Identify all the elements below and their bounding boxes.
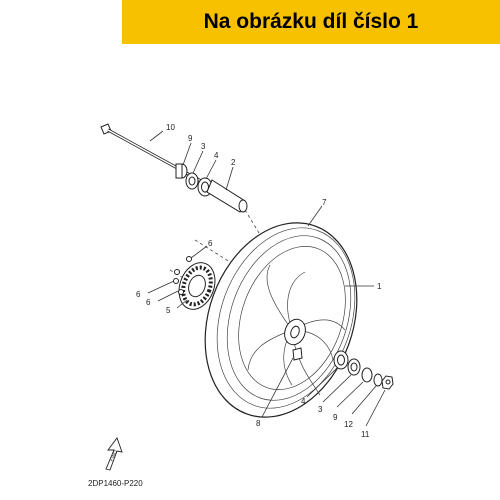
callout-6: 6	[136, 290, 141, 299]
valve-part	[292, 347, 303, 361]
collar-part-lower	[361, 367, 373, 383]
callout-3: 3	[201, 142, 206, 151]
callout-6: 6	[146, 298, 151, 307]
callout-7: 7	[322, 198, 327, 207]
nut-part	[381, 375, 394, 390]
diagram-code: 2DP1460-P220	[88, 479, 143, 488]
callout-12: 12	[344, 420, 353, 429]
callout-1: 1	[377, 282, 382, 291]
callout-5: 5	[166, 306, 171, 315]
bearing-part-lower	[347, 358, 361, 376]
fwd-arrow-icon: FWD	[105, 437, 123, 471]
wheel-rim-part	[238, 246, 346, 396]
callout-8: 8	[256, 419, 261, 428]
banner: Na obrázku díl číslo 1	[122, 0, 500, 44]
callout-10: 10	[166, 123, 175, 132]
bolt-part	[173, 256, 192, 295]
callout-4: 4	[301, 397, 306, 406]
spacer-tube-part	[206, 179, 248, 213]
brake-disc-part	[178, 262, 216, 310]
collar-part-upper	[175, 163, 188, 179]
tire-part	[204, 222, 358, 418]
callout-9: 9	[188, 134, 193, 143]
oil-seal-part-lower	[333, 350, 349, 370]
callout-6: 6	[208, 239, 213, 248]
callout-11: 11	[361, 430, 370, 439]
fwd-label: FWD	[109, 449, 119, 462]
callout-4: 4	[214, 151, 219, 160]
callout-2: 2	[231, 158, 236, 167]
banner-title: Na obrázku díl číslo 1	[203, 10, 419, 33]
callout-9: 9	[333, 413, 338, 422]
callout-3: 3	[318, 405, 323, 414]
washer-part	[373, 373, 383, 387]
bearing-part-upper	[185, 172, 199, 190]
